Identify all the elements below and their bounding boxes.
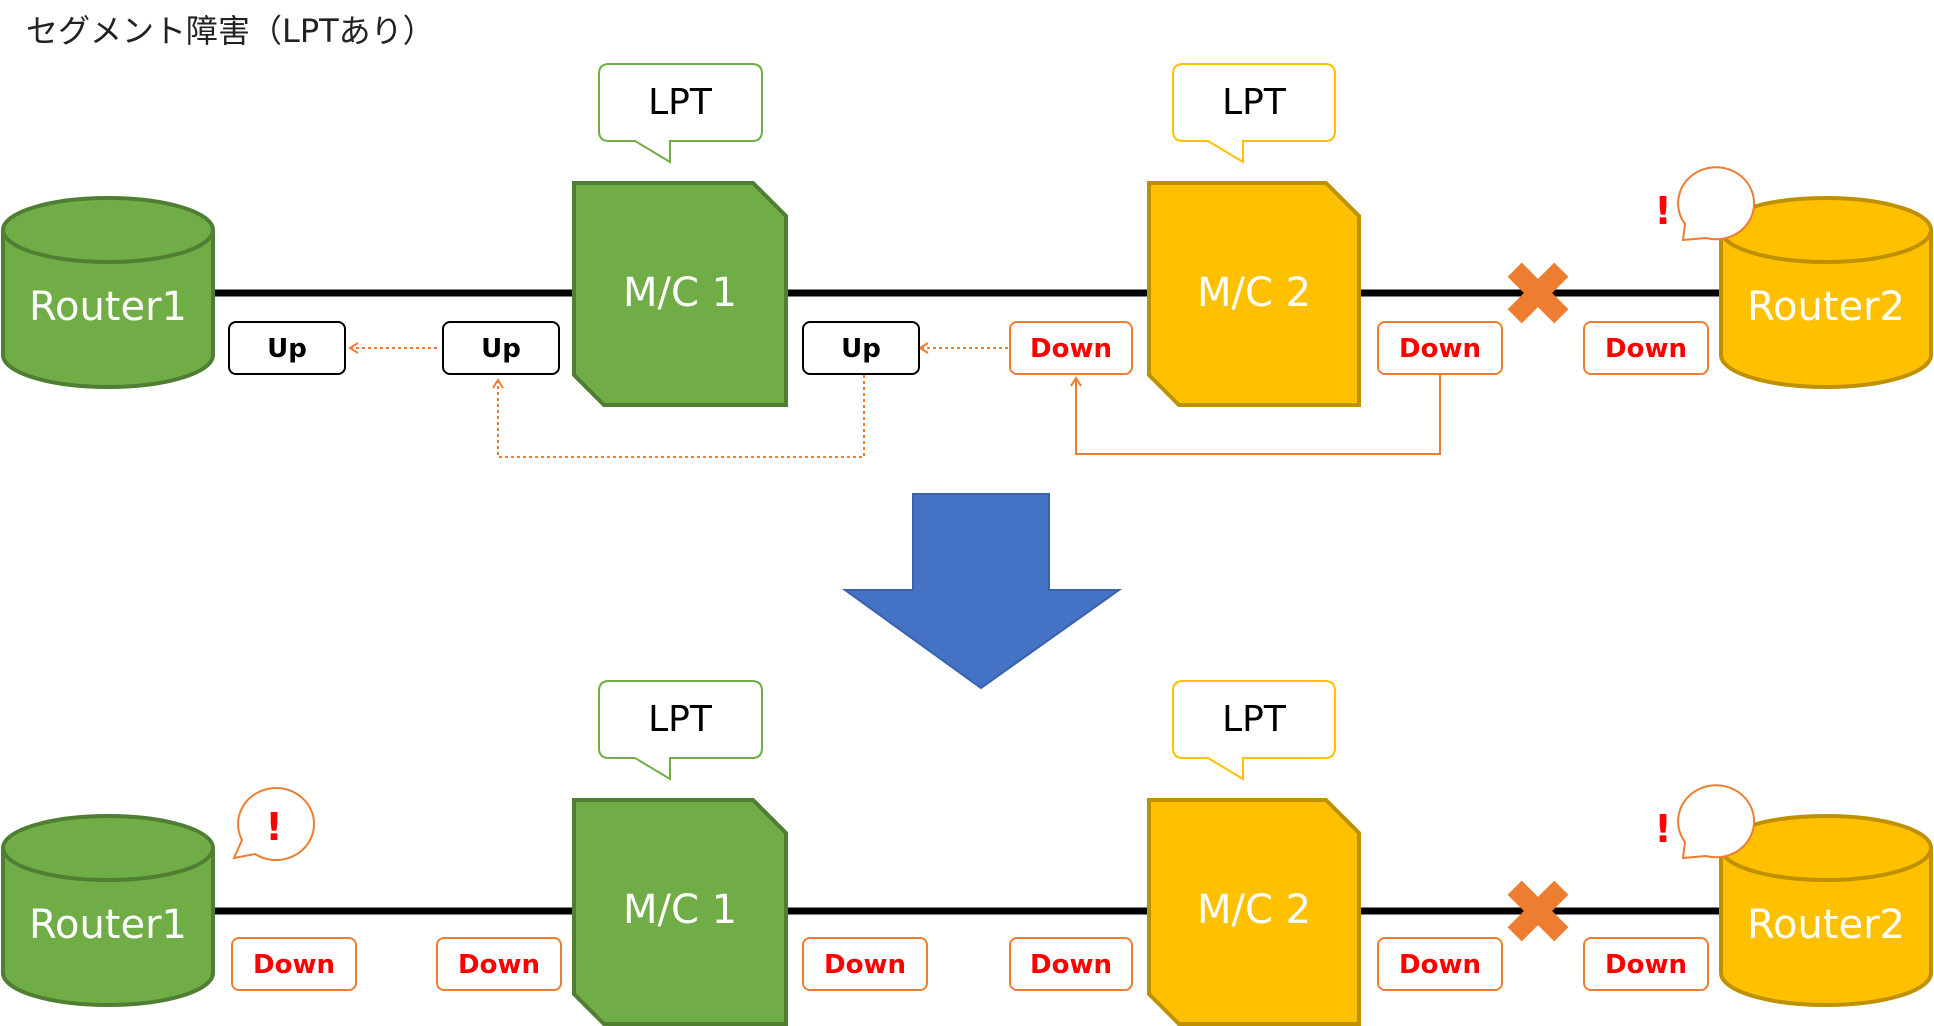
status-mc2-right: Down [1377,321,1503,375]
fault-x-icon [1507,262,1569,324]
router2-alert-bubble: ! [1654,784,1756,860]
mc2-lpt-text: LPT [1222,82,1287,123]
status-r2-port: Down [1583,321,1709,375]
bottom-section: Router1 Router2 M/C 1 M/C 2 LPT LPT ! [1,680,1933,1026]
status-r2-port: Down [1583,937,1709,991]
status-mc1-left: Down [436,937,562,991]
router1-node[interactable]: Router1 [1,814,215,1007]
mc1-label: M/C 1 [623,270,737,316]
status-label: Down [1399,334,1481,364]
status-label: Down [824,950,906,980]
router1-label: Router1 [29,902,187,948]
status-label: Up [267,334,307,364]
router2-alert-bubble: ! [1654,166,1756,242]
status-mc1-left: Up [442,321,560,375]
status-mc2-left: Down [1009,321,1133,375]
status-label: Down [253,950,335,980]
mc1-label: M/C 1 [623,887,737,933]
mc1-lpt-callout: LPT [598,63,763,164]
mc2-node[interactable]: M/C 2 [1147,181,1361,407]
status-label: Down [1605,334,1687,364]
fault-x-icon [1507,880,1569,942]
status-mc2-right: Down [1377,937,1503,991]
router1-label: Router1 [29,284,187,330]
router2-node[interactable]: Router2 [1719,814,1933,1007]
status-label: Down [458,950,540,980]
mc2-lpt-callout: LPT [1172,63,1336,164]
router2-alert-icon: ! [1654,807,1671,851]
page-title: セグメント障害（LPTあり） [26,12,435,50]
status-r1-port: Down [231,937,357,991]
router1-alert-bubble: ! [232,787,316,861]
status-mc2-left: Down [1009,937,1133,991]
mc2-label: M/C 2 [1197,887,1311,933]
mc2-lpt-text: LPT [1222,699,1287,740]
router1-alert-icon: ! [265,805,282,849]
router2-alert-icon: ! [1654,189,1671,233]
status-label: Down [1030,950,1112,980]
arrow-mc2right-to-mc2left [1070,373,1441,455]
mc1-lpt-text: LPT [648,82,713,123]
arrow-mc1right-to-mc1left [492,375,865,458]
mc1-node[interactable]: M/C 1 [572,798,788,1026]
top-section: Router1 Router2 M/C 1 M/C 2 LPT LPT [1,63,1933,458]
router1-node[interactable]: Router1 [1,196,215,389]
mc1-lpt-callout: LPT [598,680,763,781]
status-mc1-right: Up [802,321,920,375]
router2-node[interactable]: Router2 [1719,196,1933,389]
mc2-label: M/C 2 [1197,270,1311,316]
mc2-lpt-callout: LPT [1172,680,1336,781]
mc1-lpt-text: LPT [648,699,713,740]
router2-label: Router2 [1747,284,1905,330]
status-r1-port: Up [228,321,346,375]
status-label: Down [1030,334,1112,364]
status-label: Up [481,334,521,364]
mc1-node[interactable]: M/C 1 [572,181,788,407]
status-label: Up [841,334,881,364]
transition-down-arrow-icon [841,493,1123,690]
status-label: Down [1605,950,1687,980]
status-label: Down [1399,950,1481,980]
status-mc1-right: Down [802,937,928,991]
mc2-node[interactable]: M/C 2 [1147,798,1361,1026]
router2-label: Router2 [1747,902,1905,948]
